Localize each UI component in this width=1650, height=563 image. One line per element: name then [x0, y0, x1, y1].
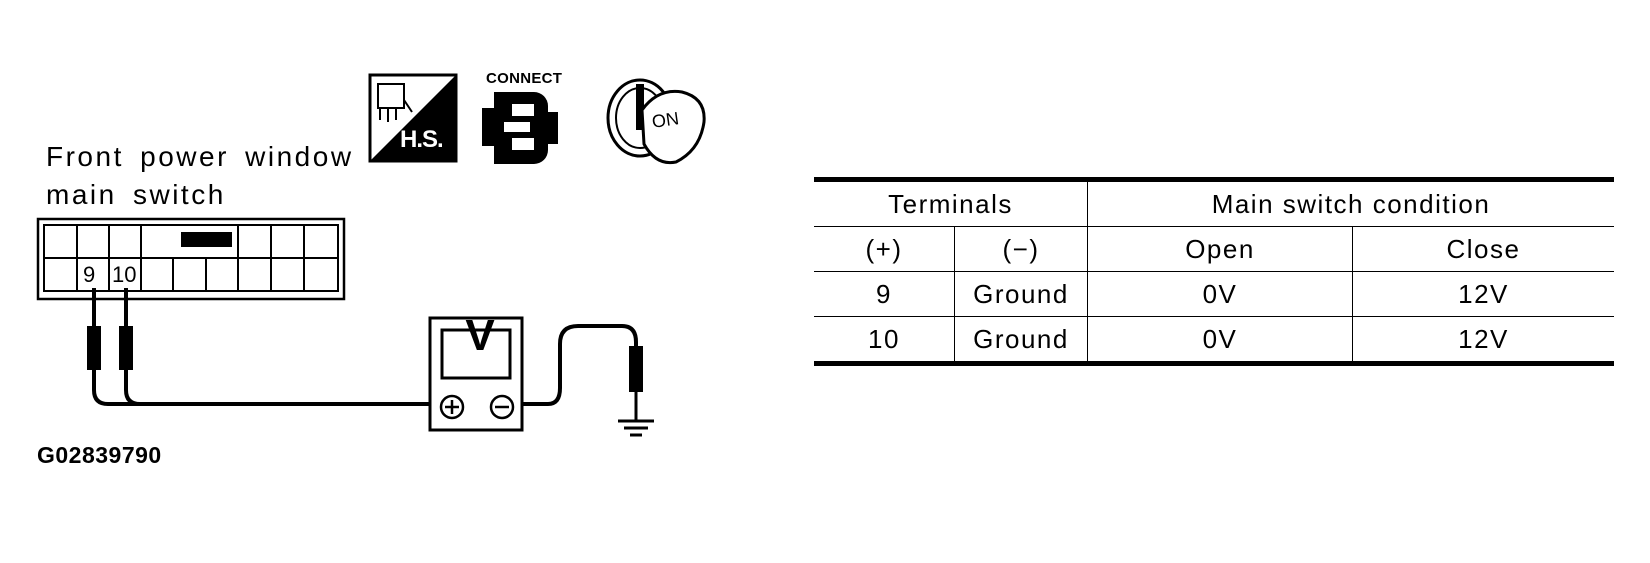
ignition-on-label: ON [650, 108, 681, 132]
ground-symbol [618, 419, 654, 437]
probe-handles [87, 326, 643, 392]
cell-minus: Ground [954, 316, 1088, 366]
harness-side-label: H.S. [400, 126, 444, 153]
component-label-line2: main switch [46, 179, 226, 210]
cell-minus: Ground [954, 271, 1088, 317]
figure-code: G02839790 [37, 442, 162, 468]
pin-label-9: 9 [83, 262, 96, 287]
cell-plus: 9 [814, 271, 955, 317]
voltmeter-label: V [465, 311, 495, 360]
subheader-plus: (+) [814, 226, 955, 272]
subheader-open: Open [1087, 226, 1353, 272]
subheader-close: Close [1352, 226, 1614, 272]
cell-open: 0V [1087, 316, 1353, 366]
table-row: 10 Ground 0V 12V [814, 316, 1614, 366]
subheader-minus: (−) [954, 226, 1088, 272]
header-terminals: Terminals [814, 177, 1088, 227]
pin-label-10: 10 [112, 262, 137, 287]
main-switch-connector [36, 217, 346, 301]
connector-icon [482, 92, 558, 164]
cell-plus: 10 [814, 316, 955, 366]
table-row: 9 Ground 0V 12V [814, 271, 1614, 317]
table-subheader-row: (+) (−) Open Close [814, 226, 1614, 272]
harness-side-icon [368, 73, 458, 163]
connect-label: CONNECT [486, 70, 563, 87]
cell-open: 0V [1087, 271, 1353, 317]
component-label-line1: Front power window [46, 141, 354, 172]
cell-close: 12V [1352, 316, 1614, 366]
terminal-voltage-table: Terminals Main switch condition (+) (−) … [814, 177, 1614, 366]
table-header-row: Terminals Main switch condition [814, 177, 1614, 227]
probe-wires [92, 288, 638, 420]
voltmeter-icon [428, 316, 524, 432]
header-main-switch-condition: Main switch condition [1087, 177, 1614, 227]
cell-close: 12V [1352, 271, 1614, 317]
ignition-key-icon [606, 78, 706, 165]
